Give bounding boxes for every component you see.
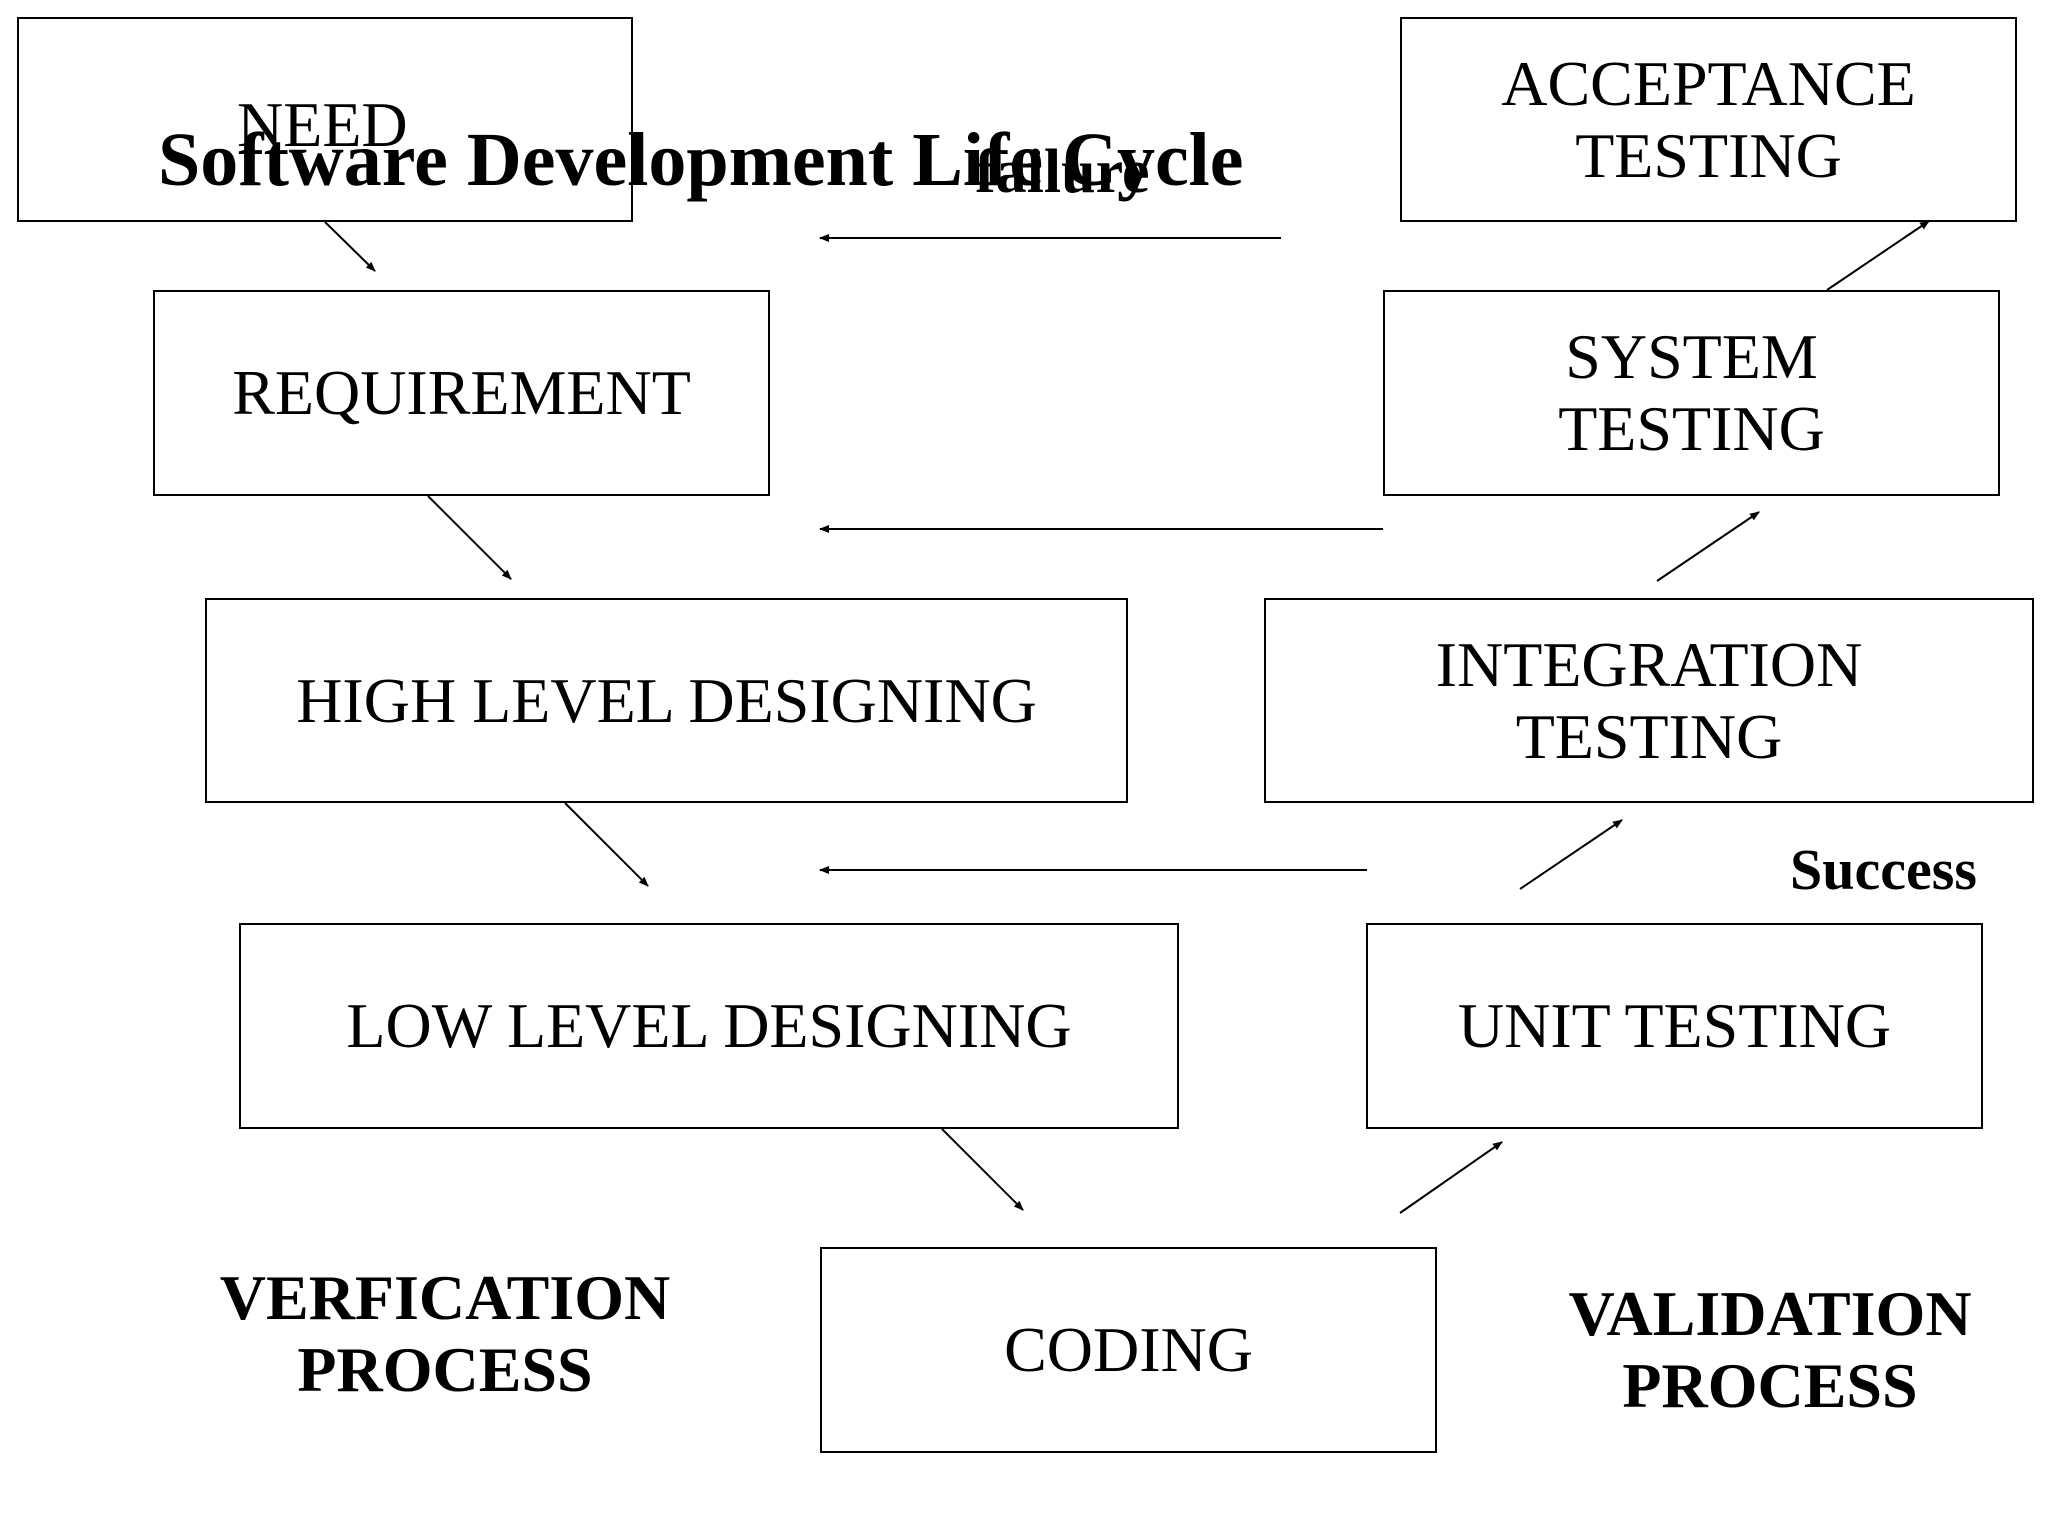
arrow-coding-to-unit-testing xyxy=(1399,1141,1503,1214)
arrow-low-level-to-coding xyxy=(941,1128,1024,1211)
box-acceptance-testing: ACCEPTANCE TESTING xyxy=(1400,17,2017,222)
box-system-testing: SYSTEM TESTING xyxy=(1383,290,2000,496)
box-unit-testing: UNIT TESTING xyxy=(1366,923,1983,1129)
failure-label: failure xyxy=(975,138,1150,206)
box-high-level-designing: HIGH LEVEL DESIGNING xyxy=(205,598,1128,803)
box-coding: CODING xyxy=(820,1247,1437,1453)
arrow-system-to-acceptance-testing xyxy=(1826,220,1930,291)
box-integration-testing: INTEGRATION TESTING xyxy=(1264,598,2034,803)
arrow-integration-to-system-testing xyxy=(1656,511,1760,582)
arrow-unit-to-integration-testing xyxy=(1519,819,1623,890)
success-label: Success xyxy=(1790,837,1977,902)
verification-process-label: VERFICATION PROCESS xyxy=(219,1262,671,1405)
arrow-high-level-to-low-level xyxy=(564,802,649,887)
arrow-need-to-requirement xyxy=(324,221,376,272)
box-low-level-designing: LOW LEVEL DESIGNING xyxy=(239,923,1179,1129)
arrow-requirement-to-high-level xyxy=(427,495,512,580)
diagram-title: Software Development Life Cycle xyxy=(158,118,1244,202)
validation-process-label: VALIDATION PROCESS xyxy=(1568,1278,1972,1421)
box-need: NEED xyxy=(17,17,633,222)
box-requirement: REQUIREMENT xyxy=(153,290,770,496)
